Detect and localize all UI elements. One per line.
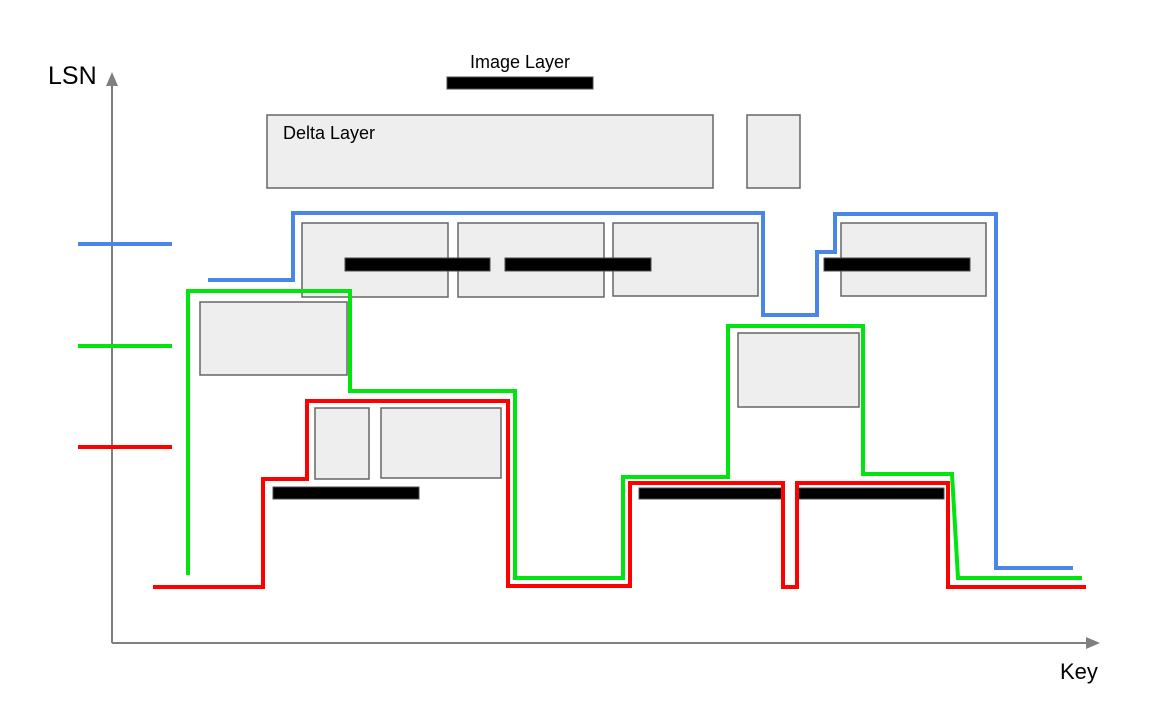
- image-layer-bar: [796, 487, 945, 500]
- x-axis-arrow-icon: [1086, 637, 1100, 649]
- image-layer-bar: [446, 76, 594, 90]
- image-layer-bar: [344, 257, 491, 272]
- delta-layer-box: [737, 332, 860, 408]
- image-layer-bar: [504, 257, 652, 272]
- x-axis-label: Key: [1060, 659, 1098, 684]
- image-layer-bar: [272, 486, 420, 500]
- y-axis-arrow-icon: [106, 72, 118, 86]
- delta-layer-box: [380, 407, 502, 479]
- delta-layer-box: [746, 114, 801, 189]
- delta-layer-box: [266, 114, 714, 189]
- image-layer-bar: [823, 257, 971, 272]
- delta-layer-box: [199, 301, 348, 376]
- lsn-line-blue: [208, 211, 1073, 570]
- image-layer-label: Image Layer: [469, 52, 571, 72]
- lsn-line-green: [186, 289, 1082, 580]
- y-axis-label: LSN: [48, 62, 97, 90]
- image-layer-bar: [638, 487, 783, 500]
- delta-layer-label: Delta Layer: [283, 123, 376, 143]
- lsn-line-red: [153, 399, 1086, 589]
- delta-layer-box: [314, 407, 370, 480]
